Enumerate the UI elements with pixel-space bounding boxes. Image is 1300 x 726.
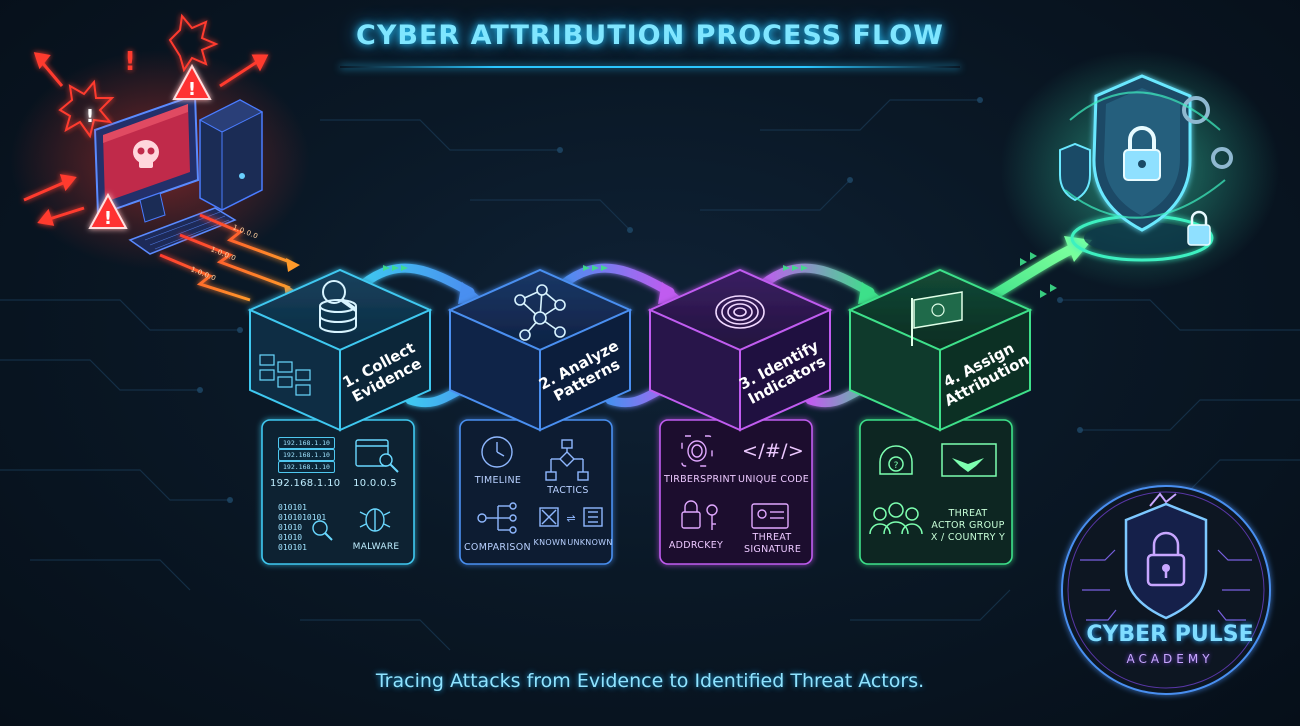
- threat-actor-caption: THREAT ACTOR GROUP X / COUNTRY Y: [930, 508, 1006, 543]
- subtitle: Tracing Attacks from Evidence to Identif…: [375, 670, 925, 692]
- compromised-computer-icon: ! ! ! !: [10, 13, 310, 302]
- fingerprint-scan-icon: [681, 435, 713, 467]
- fingerprint-icon: [715, 295, 765, 329]
- comparison-caption: COMPARISON: [464, 542, 531, 553]
- padlock-icon: [681, 500, 701, 529]
- code-symbol: </#/>: [742, 440, 805, 462]
- threat-signature-caption: THREAT SIGNATURE: [744, 532, 802, 555]
- malware-bug-icon: [359, 508, 391, 532]
- shield-lock-icon: [1000, 50, 1280, 290]
- svg-text:⇌: ⇌: [566, 512, 575, 525]
- binary-line: 010101: [278, 543, 307, 552]
- addrkey-caption: ADDRCKEY: [668, 540, 724, 551]
- hooded-hacker-icon: ?: [879, 445, 913, 475]
- ip-chip: 192.168.1.10: [278, 449, 335, 461]
- ip-caption: 192.168.1.10: [270, 478, 341, 489]
- title-underline: [340, 66, 960, 68]
- network-caption: 10.0.0.5: [353, 478, 397, 489]
- eagle-flag-icon: [941, 443, 997, 477]
- group-icon: [869, 502, 923, 535]
- flag-icon: [911, 291, 963, 346]
- search-icon: [312, 520, 333, 541]
- svg-text:!: !: [124, 47, 136, 77]
- binary-line: 0101010101: [278, 513, 327, 522]
- unique-code-caption: UNIQUE CODE: [738, 474, 810, 485]
- page-title: CYBER ATTRIBUTION PROCESS FLOW: [356, 20, 944, 51]
- warning-icon: ! !: [88, 63, 212, 229]
- known-pattern-icon: [539, 507, 559, 527]
- unknown-pattern-icon: [583, 507, 603, 527]
- browser-search-icon: [355, 439, 399, 473]
- svg-text:!: !: [104, 208, 112, 229]
- step-4-block: [847, 268, 1033, 565]
- comparison-tree-icon: [477, 502, 517, 534]
- step-1-block: [247, 268, 433, 565]
- svg-text:?: ?: [894, 461, 899, 471]
- academy-logo: [1061, 485, 1271, 695]
- ip-chip: 192.168.1.10: [278, 437, 335, 449]
- magnifier-database-icon: [319, 280, 358, 333]
- ip-chip: 192.168.1.10: [278, 461, 335, 473]
- unknown-caption: UNKNOWN: [567, 538, 613, 547]
- svg-text:!: !: [188, 79, 196, 100]
- clock-icon: [481, 436, 513, 468]
- svg-text:!: !: [86, 106, 94, 127]
- id-card-icon: [751, 503, 789, 529]
- binary-line: 010101: [278, 503, 307, 512]
- malware-caption: MALWARE: [352, 542, 400, 552]
- tactics-caption: TACTICS: [547, 485, 589, 496]
- circuit-traces: [0, 99, 1300, 651]
- fingerprint-caption: TIRBERSPRINT: [664, 474, 736, 485]
- flowchart-icon: [545, 439, 589, 481]
- step-3-block: [647, 268, 833, 565]
- binary-line: 01010: [278, 523, 303, 532]
- timeline-caption: TIMELINE: [474, 475, 522, 486]
- key-icon: [706, 504, 718, 530]
- known-caption: KNOWN: [533, 538, 567, 547]
- binary-line: 01010: [278, 533, 303, 542]
- network-nodes-icon: [514, 284, 566, 341]
- logo-sub: ACADEMY: [1126, 652, 1214, 666]
- logo-name: CYBER PULSE: [1086, 622, 1254, 647]
